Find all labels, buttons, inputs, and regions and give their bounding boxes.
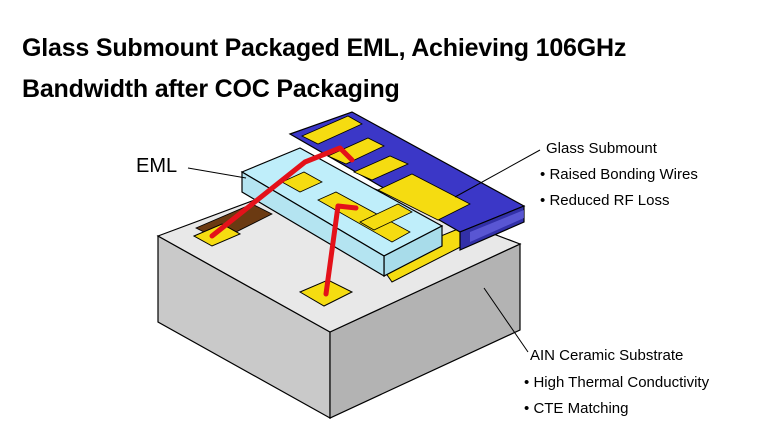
eml-leader-line bbox=[187, 167, 247, 179]
bullet-icon: • bbox=[540, 192, 546, 209]
eml-label: EML bbox=[136, 155, 178, 177]
glass-trace-3 bbox=[353, 155, 409, 181]
ain-bullet-2: • CTE Matching bbox=[524, 400, 629, 417]
bullet-icon: • bbox=[524, 374, 530, 391]
title-line-2: Bandwidth after COC Packaging bbox=[22, 75, 400, 103]
bonding-wire-2 bbox=[323, 203, 359, 297]
glass-trace-4 bbox=[377, 173, 471, 221]
eml-bond-pad bbox=[281, 171, 323, 193]
bullet-icon: • bbox=[540, 166, 546, 183]
bonding-wire-1 bbox=[209, 145, 355, 239]
glass-submount bbox=[288, 111, 526, 251]
glass-trace-1 bbox=[301, 115, 363, 145]
ain-leader-line bbox=[483, 287, 529, 353]
glass-submount-label: Glass Submount bbox=[546, 140, 657, 157]
glass-leader-line bbox=[454, 149, 541, 198]
eml-electrode-2 bbox=[359, 203, 413, 231]
title-line-1: Glass Submount Packaged EML, Achieving 1… bbox=[22, 34, 627, 62]
glass-trace-2 bbox=[327, 137, 385, 165]
bullet-icon: • bbox=[524, 400, 530, 417]
glass-bullet-1: • Raised Bonding Wires bbox=[540, 166, 698, 183]
ain-bullet-1: • High Thermal Conductivity bbox=[524, 374, 710, 391]
ain-substrate-label: AIN Ceramic Substrate bbox=[530, 347, 684, 364]
glass-bullet-2: • Reduced RF Loss bbox=[540, 192, 670, 209]
